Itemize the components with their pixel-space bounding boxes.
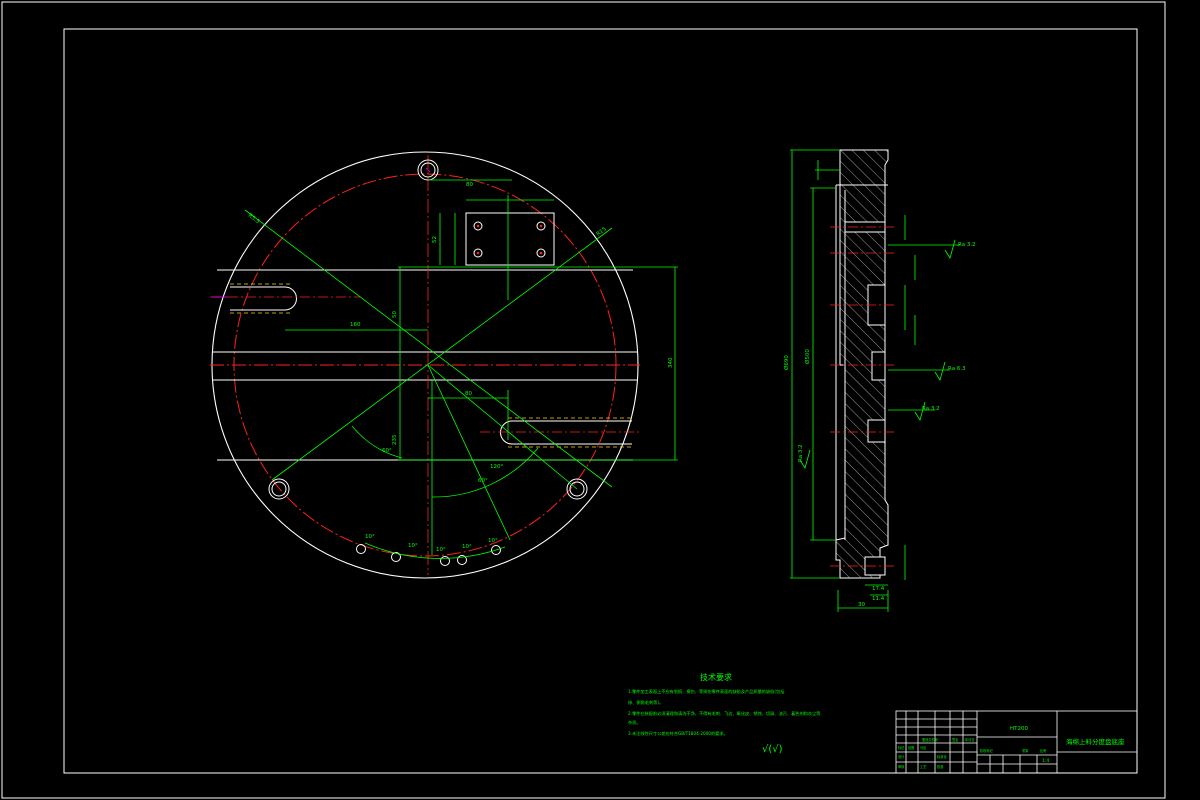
dim-right-overall: 340 — [668, 357, 674, 368]
dimension-lines — [244, 179, 678, 559]
dim-left-offset: 160 — [350, 322, 361, 328]
tech-req-item: 杂质。 — [628, 719, 641, 726]
slot-upper-left — [230, 286, 297, 311]
right-hole — [566, 478, 588, 500]
left-hole — [268, 478, 290, 500]
dim-inner-dia: Ø500 — [804, 349, 811, 364]
tb-cell: 标记 — [898, 745, 905, 750]
tech-req-item: 3.未注线性尺寸公差应符合GB/T1804-2000的要求。 — [628, 730, 728, 737]
roughness-label: Ra 3.2 — [958, 242, 976, 248]
front-view: 80 52 340 160 50 235 80 60° 60° 120° R5.… — [210, 151, 678, 579]
tech-req-item: 1.零件加工表面上不应有划痕、擦伤、等损伤零件表面的缺陷及产品质量的缺陷(包括 — [628, 688, 785, 695]
roughness-label: Ra 6.3 — [948, 366, 966, 372]
dim-top-width: 80 — [466, 182, 473, 188]
tech-req-item: 2.零件在装配前必须清理和清洗干净，不得有毛刺、飞边、氧化皮、锈蚀、切屑、油污、… — [628, 710, 820, 717]
dim-arc-left: 60° — [382, 448, 392, 454]
dim-small-height: 52 — [432, 236, 438, 243]
sheet-border — [1, 1, 1166, 799]
bolt-arc-label: 10° — [436, 547, 446, 553]
tb-cell: 批准 — [937, 764, 944, 769]
bolt-arc-label: 10° — [365, 534, 375, 540]
tb-cell: 更改文件号 — [922, 737, 938, 742]
roughness-label: Ra 3.2 — [798, 444, 804, 462]
roughness-symbol: √(√) — [762, 744, 783, 755]
tb-cell: 标准化 — [937, 754, 947, 759]
tb-cell: 工艺 — [920, 764, 926, 769]
tb-cell: 设计 — [898, 754, 905, 759]
technical-requirements: 技术要求 1.零件加工表面上不应有划痕、擦伤、等损伤零件表面的缺陷及产品质量的缺… — [628, 672, 820, 755]
dim-bottom-small: 17.4 — [872, 586, 885, 592]
dim-bottom-small-2: 11.4 — [872, 596, 885, 602]
slot-lower-right — [500, 420, 632, 445]
tb-cell: 阶段标记 — [980, 748, 994, 753]
tb-cell: 审核 — [898, 764, 905, 769]
dim-slot-width: 50 — [392, 311, 398, 318]
tech-req-title: 技术要求 — [700, 672, 732, 682]
dim-arc-bottom: 120° — [490, 464, 503, 470]
dim-bottom-total: 30 — [858, 602, 865, 608]
material: HT200 — [1010, 726, 1028, 732]
dim-radius-1: R5.5 — [247, 213, 261, 226]
side-view: Ø690 Ø500 30 17.4 11.4 Ra 3.2 Ra 6.3 Ra … — [783, 149, 976, 612]
scale: 1:4 — [1042, 758, 1049, 764]
title-block — [895, 710, 1138, 774]
dim-center-vertical: 235 — [392, 434, 398, 445]
tb-cell: 分区 — [920, 745, 927, 750]
dim-overall-height: Ø690 — [783, 355, 790, 370]
drawing-title: 海绵上料分度盘底座 — [1066, 737, 1125, 746]
roughness-label: Ra 3.2 — [922, 406, 940, 412]
dim-arc-right: 60° — [478, 478, 488, 484]
tb-cell: 年月日 — [965, 737, 975, 742]
tb-cell: 处数 — [908, 745, 915, 750]
dim-slot-offset: 80 — [465, 391, 472, 397]
tb-cell: 签名 — [952, 737, 958, 742]
tb-cell: 重量 — [1022, 748, 1029, 753]
tech-req-item: 修、倒角毛刺等)。 — [628, 699, 663, 706]
bottom-bolt-holes — [356, 544, 501, 566]
dim-radius-2: R15 — [596, 226, 609, 238]
bolt-arc-label: 10° — [408, 543, 418, 549]
mount-pad — [465, 212, 555, 266]
tb-cell: 比例 — [1040, 748, 1046, 753]
bolt-arc-label: 10° — [462, 544, 472, 550]
bolt-arc-label: 10° — [488, 538, 498, 544]
